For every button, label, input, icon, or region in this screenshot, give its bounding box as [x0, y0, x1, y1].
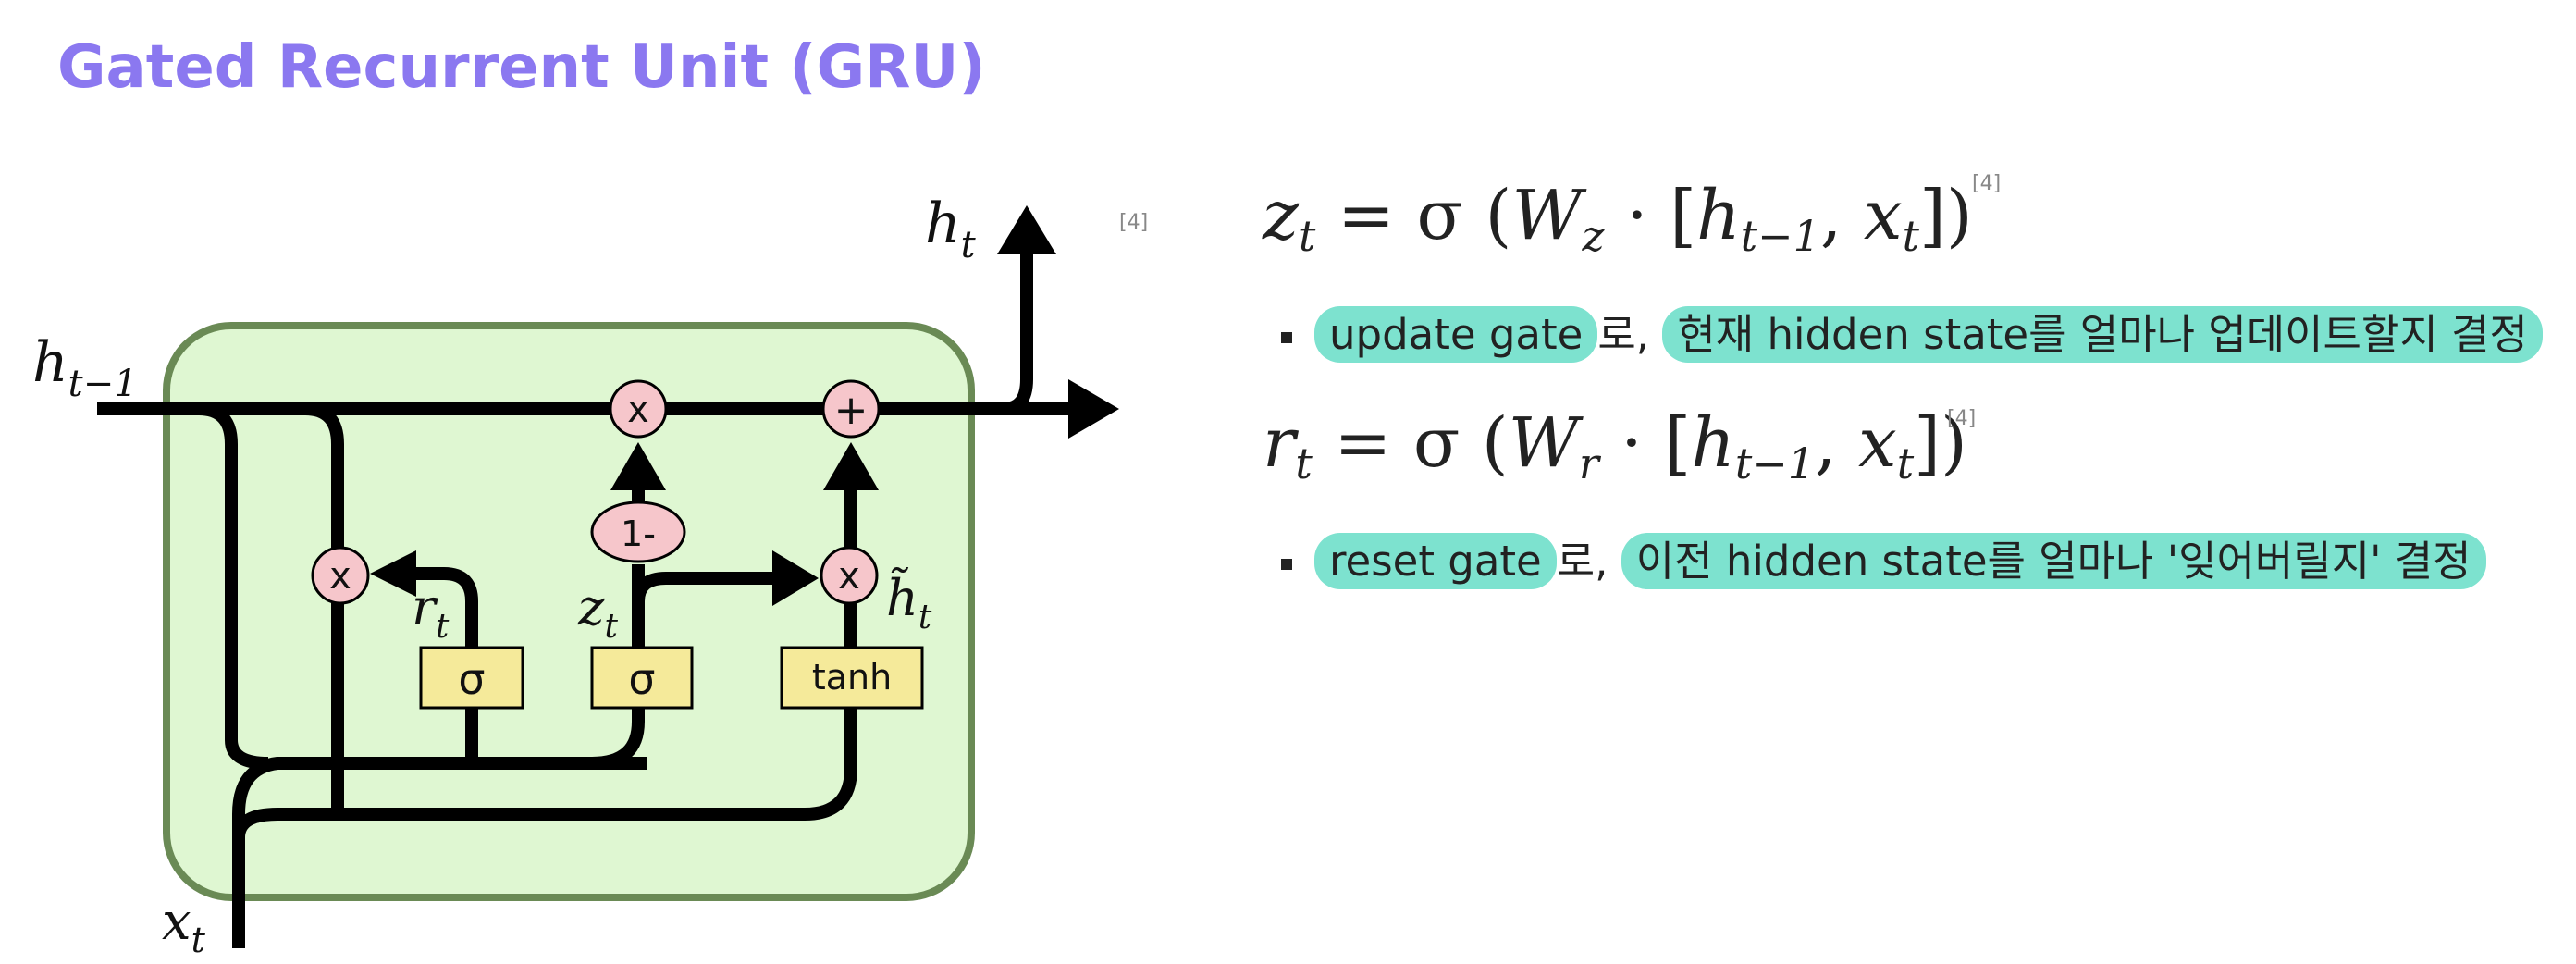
one-minus-label: 1-: [621, 513, 656, 554]
equation-r: rt = σ (Wr · [ht−1, xt]): [1263, 403, 1967, 488]
zt-right-arrowhead: [772, 550, 819, 606]
update-gate-highlight: update gate: [1314, 306, 1598, 363]
htilde-label: h̃t: [886, 566, 932, 636]
equation-z: zt = σ (Wz · [ht−1, xt]): [1263, 176, 1973, 261]
add-node: +: [821, 379, 881, 439]
gru-diagram: x + 1- x x σ σ tanh ht−1 ht xt rt zt: [32, 192, 1148, 960]
h-prev-label: ht−1: [32, 330, 138, 405]
reset-desc-highlight: 이전 hidden state를 얼마나 '잊어버릴지' 결정: [1621, 533, 2486, 589]
rt-line: [407, 567, 478, 650]
tanh-label: tanh: [812, 657, 892, 698]
to-sigma-z-line: [591, 703, 645, 770]
page-title: Gated Recurrent Unit (GRU): [57, 33, 986, 102]
zt-to-update-mul-line: [632, 572, 777, 602]
equation-r-ref: [4]: [1947, 407, 1977, 430]
sigma-r-label: σ: [458, 654, 485, 704]
add-arrowhead: [823, 442, 879, 490]
update-multiply-node: x: [609, 379, 668, 439]
reset-gate-highlight: reset gate: [1314, 533, 1557, 589]
r-label: rt: [412, 578, 450, 646]
update-multiply-label: x: [627, 389, 649, 431]
output-arrowhead: [997, 205, 1056, 254]
diagram-ref: [4]: [1119, 211, 1148, 234]
gru-cell-box: [163, 322, 975, 901]
update-desc-highlight: 현재 hidden state를 얼마나 업데이트할지 결정: [1662, 306, 2543, 363]
output-branch-line: [1003, 250, 1033, 415]
tanh-gate: tanh: [780, 646, 924, 710]
add-label: +: [834, 387, 869, 434]
reset-multiply-label: x: [329, 555, 351, 598]
equation-z-ref: [4]: [1972, 172, 2002, 195]
x-in-label: xt: [162, 892, 206, 960]
rt-arrowhead: [370, 550, 416, 597]
sigma-r-gate: σ: [419, 646, 524, 710]
input-line: [232, 757, 647, 948]
reset-multiply-node: x: [311, 546, 370, 605]
zt-arrowhead: [610, 442, 666, 490]
sigma-z-gate: σ: [590, 646, 694, 710]
hidden-state-arrowhead: [1068, 379, 1119, 439]
input-to-tanh-line: [232, 703, 857, 838]
update-mid: 로,: [1597, 310, 1663, 359]
z-label: zt: [577, 578, 618, 646]
one-minus-node: 1-: [590, 501, 686, 563]
bullet-dot-icon: [1281, 559, 1292, 570]
hprev-to-gates-line: [198, 402, 269, 770]
sigma-z-label: σ: [628, 654, 655, 704]
bullet-dot-icon: [1281, 332, 1292, 343]
hprev-to-reset-mul-line: [304, 402, 344, 814]
candidate-multiply-label: x: [838, 555, 860, 598]
h-out-label: ht: [925, 192, 977, 266]
candidate-multiply-node: x: [820, 546, 879, 605]
reset-mid: 로,: [1556, 537, 1621, 586]
